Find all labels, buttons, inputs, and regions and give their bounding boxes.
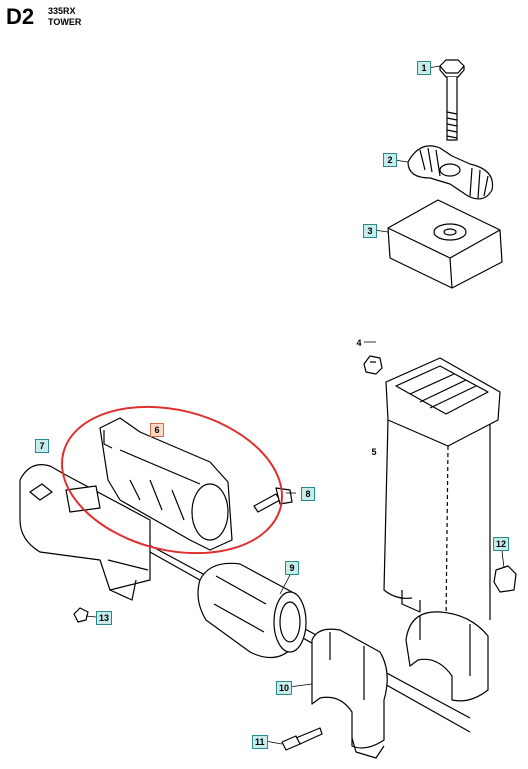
callout-2[interactable]: 2 <box>383 153 397 167</box>
part-lower-clamp <box>311 628 388 759</box>
callout-5[interactable]: 5 <box>371 447 377 457</box>
part-cap <box>387 199 503 289</box>
part-screw-right <box>253 487 293 513</box>
tower-lower-clamp <box>405 611 489 702</box>
section-label: TOWER <box>48 17 82 27</box>
leader-lines <box>85 65 505 745</box>
callout-13[interactable]: 13 <box>96 611 113 625</box>
callout-9[interactable]: 9 <box>285 561 299 575</box>
callout-1[interactable]: 1 <box>417 61 431 75</box>
callout-12[interactable]: 12 <box>493 537 510 551</box>
part-clamp-left <box>19 464 151 601</box>
callout-6[interactable]: 6 <box>150 423 164 437</box>
part-screw-left <box>73 607 89 623</box>
part-clamp-highlighted <box>99 417 233 551</box>
callout-10[interactable]: 10 <box>276 681 293 695</box>
callout-7[interactable]: 7 <box>35 439 49 453</box>
callout-4[interactable]: 4 <box>356 338 362 348</box>
part-clip <box>493 565 517 593</box>
model-label: 335RX <box>48 6 76 16</box>
highlight-ellipse <box>61 405 283 555</box>
part-wing-nut <box>407 145 494 200</box>
part-coupling-sleeve <box>197 562 307 659</box>
callout-8[interactable]: 8 <box>301 487 315 501</box>
part-tower-tube <box>383 357 501 621</box>
part-bolt <box>439 59 465 141</box>
part-screw-bottom <box>281 727 323 751</box>
diagram-code: D2 <box>6 4 35 29</box>
callout-11[interactable]: 11 <box>252 735 268 749</box>
callout-3[interactable]: 3 <box>363 224 377 238</box>
part-small-nut <box>363 355 383 375</box>
